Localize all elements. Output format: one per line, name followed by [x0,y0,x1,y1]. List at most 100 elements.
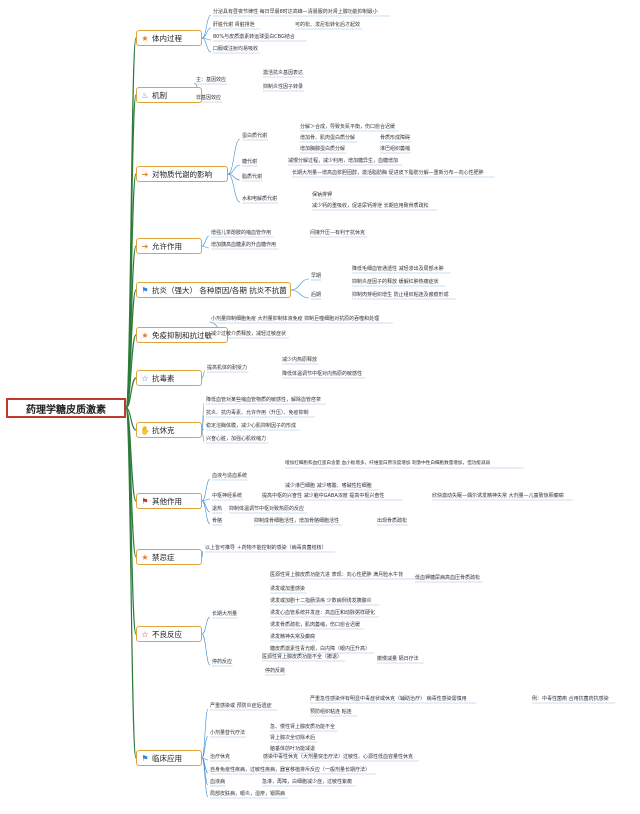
leaf-node[interactable]: 自身免疫性疾病，过敏性疾病，器官移植排斥反应（一般剂量长期疗法） [210,767,371,773]
branch-topic[interactable]: ➜对物质代谢的影响 [136,166,228,182]
leaf-node[interactable]: 主：基因效应 [196,77,227,83]
leaf-node[interactable]: 诱发骨质疏松，肌肉萎缩，伤口愈合迟缓 [270,622,361,628]
leaf-node[interactable]: 抗炎、抗内毒素、允许作用（升压）、免疫抑制 [206,410,309,416]
leaf-node[interactable]: 中枢神经系统 [212,493,243,499]
flag-icon: ⚑ [141,753,149,763]
leaf-node[interactable]: 预防组织粘连 粘连 [310,709,352,715]
connector-line [201,415,205,431]
leaf-node[interactable]: 早期 [311,273,322,279]
leaf-node[interactable]: 兴奋心脏，加强心肌收缩力 [206,436,267,442]
leaf-node[interactable]: 诱发精神失常及癫痫 [270,634,316,640]
branch-topic[interactable]: ⚑临床应用 [136,750,202,766]
leaf-node[interactable]: 肝脏代谢 肾脏排泄 [213,22,255,28]
leaf-node[interactable]: 减少内热原释放 [282,357,318,363]
leaf-node[interactable]: 80%与皮质激素转运球蛋白CBG结合 [213,34,295,40]
leaf-node[interactable]: 降低血管对某些缩血管物质的敏感性，解除血管痉挛 [206,397,322,403]
leaf-node[interactable]: 急、慢性肾上腺皮质功能不全 [270,724,336,730]
leaf-node[interactable]: 蛋白质代谢 [242,133,268,139]
branch-topic[interactable]: ★禁忌症 [136,549,202,565]
leaf-node[interactable]: 抑制肉芽组织增生 防止组织粘连及瘢痕形成 [352,292,449,298]
leaf-node[interactable]: 脂质代谢 [242,174,263,180]
connector-line [201,235,210,247]
branch-topic[interactable]: ★免疫抑制和抗过敏 [136,327,228,343]
leaf-node[interactable]: 肾上腺次全切除术后 [270,735,316,741]
leaf-node[interactable]: 稳定溶酶体膜，减少心肌抑制因子的形成 [206,423,297,429]
leaf-node[interactable]: 严重感染或 预防炎症后遗症 [210,703,272,709]
leaf-node[interactable]: 严重急性感染伴有明显中毒症状或休克（辅助治疗） 病毒性感染需慎用 [310,696,467,702]
leaf-node[interactable]: 水和电解质代谢 [242,196,278,202]
leaf-node[interactable]: 可的松、泼尼松转化后才起效 [295,22,361,28]
branch-label: 临床应用 [152,753,182,763]
leaf-node[interactable]: 分解＞合成，导致负氮平衡，伤口愈合迟缓 [300,124,396,130]
leaf-node[interactable]: 减慢分解过程，减少利用，增加糖异生，血糖增加 [288,158,399,164]
leaf-node[interactable]: 以上皆可推导 ＋药物不能控制的感染（病毒真菌结核） [205,545,327,551]
leaf-node[interactable]: 提高中枢的兴奋性 减少脑中GABA浓度 提高中枢兴奋性 [262,493,385,499]
leaf-node[interactable]: 抑制炎症因子的释放 缓解红肿热痛症状 [352,279,439,285]
leaf-node[interactable]: 医源性肾上腺皮质功能不全（撤退） [262,654,343,660]
star-icon: ★ [141,552,149,562]
leaf-node[interactable]: 分泌具有昼夜节律性 每日早晨8时达高峰—清晨服药对肾上腺功能抑制最小 [213,9,378,15]
leaf-node[interactable]: 增加红细胞和血红蛋白含量 血小板增多，纤维蛋白原浓度增加 刺激中性白细胞数量增加… [285,461,491,466]
leaf-node[interactable]: 治疗休克 [210,754,231,760]
leaf-node[interactable]: 小剂量替代疗法 [210,730,246,736]
leaf-node[interactable]: 增强儿茶酚胺的缩血管作用 [211,230,272,236]
leaf-node[interactable]: 长期大剂量 [212,611,238,617]
leaf-node[interactable]: 感染中毒性休克（大剂量突击疗法）过敏性、心源性低血容量性休克 [263,754,414,760]
leaf-node[interactable]: 增加骨、肌肉蛋白质分解 [300,135,356,141]
leaf-node[interactable]: 小剂量抑制细胞免疫 大剂量抑制体液免疫 抑制巨噬细胞对抗原的吞噬和处理 [211,316,380,322]
leaf-node[interactable]: 急淋，再障，白细胞减少症，过敏性紫癜 [262,779,353,785]
leaf-node[interactable]: 脑垂体前叶功能减退 [270,746,316,752]
branch-topic[interactable]: ♨机制 [136,87,202,103]
leaf-node[interactable]: 非基因效应 [196,95,222,101]
leaf-node[interactable]: 停药反应 [212,659,233,665]
leaf-node[interactable]: 增加胰高血糖素的升血糖作用 [211,242,277,248]
leaf-node[interactable]: 糖皮质激素性青光眼，白内障（眼内压升高） [270,646,371,652]
branch-topic[interactable]: ★体内过程 [136,30,202,46]
leaf-node[interactable]: 骨骼 [212,518,223,524]
leaf-node[interactable]: 淋巴组织萎缩 [380,146,411,152]
leaf-node[interactable]: 撤慢减量 隔日疗法 [377,656,419,662]
leaf-node[interactable]: 低血钾糖尿病高血压骨质疏松 [415,575,481,581]
leaf-node[interactable]: 血液与造血系统 [212,473,248,479]
star-outline-icon: ☆ [141,629,149,639]
leaf-node[interactable]: 提高机体的耐受力 [207,365,248,371]
leaf-node[interactable]: 诱发或加剧十二指肠溃疡 少数病例诱发胰腺炎 [270,598,372,604]
leaf-node[interactable]: 长期大剂量—增高血浆胆固醇，激活脂肪酶 促进皮下脂肪分解—重新分布—向心性肥胖 [292,170,484,176]
branch-topic[interactable]: ☆抗毒素 [136,370,202,386]
leaf-node[interactable]: 减少淋巴细胞 减少嗜酸、嗜碱性粒细胞 [285,483,372,489]
leaf-node[interactable]: 增加胸腺蛋白质分解 [300,146,346,152]
leaf-node[interactable]: 降低毛细血管通透性 减轻渗出及局部水肿 [352,266,444,272]
leaf-node[interactable]: 减少钙的重吸收，促进尿钙排泄 长期应用致骨质疏松 [312,203,429,209]
leaf-node[interactable]: 停药反跳 [265,668,286,674]
branch-label: 禁忌症 [152,552,175,562]
branch-label: 体内过程 [152,33,182,43]
leaf-node[interactable]: 糖代谢 [242,159,258,165]
leaf-node[interactable]: 诱发心血管系统并发症：高血压和动脉粥样硬化 [270,610,376,616]
branch-topic[interactable]: ☆不良反应 [136,626,202,642]
leaf-node[interactable]: 出现骨质疏松 [377,518,408,524]
branch-topic[interactable]: ✋抗休克 [136,422,202,438]
leaf-node[interactable]: 欣快激动失眠—偶尔诱发精神失常 大剂量—儿童致惊厥癫痫 [432,493,564,499]
leaf-node[interactable]: 后期 [311,292,322,298]
leaf-node[interactable]: 减少过敏介质释放，减轻过敏症状 [211,331,287,337]
leaf-node[interactable]: 抑制炎性因子转录 [263,84,304,90]
leaf-node[interactable]: 退热 [212,506,223,512]
leaf-node[interactable]: 诱发或加重感染 [270,586,306,592]
branch-topic[interactable]: ➜允许作用 [136,238,202,254]
leaf-node[interactable]: 抑制成骨细胞活性，增加骨骼细胞活性 [254,518,340,524]
leaf-node[interactable]: 降低体温调节中枢对内热原的敏感性 [282,371,363,377]
leaf-node[interactable]: 局部皮肤病，眼炎，湿疹，银屑病 [210,791,286,797]
leaf-node[interactable]: 医源性肾上腺皮质功能亢进 表现：向心性肥胖 满月脸水牛背 [270,572,404,578]
leaf-node[interactable]: 骨质形成障碍 [380,135,411,141]
leaf-node[interactable]: 血液病 [210,779,226,785]
branch-topic[interactable]: ⚑抗炎（强大） 各种原因/各期 抗炎不抗菌 [136,282,291,298]
leaf-node[interactable]: 例：中毒性菌痢 合用抗菌药抗感染 [532,696,609,702]
leaf-node[interactable]: 口服或注射均易吸收 [213,46,259,52]
branch-topic[interactable]: ⚑其他作用 [136,493,202,509]
leaf-node[interactable]: 抑制体温调节中枢对致热原的反应 [229,506,305,512]
leaf-node[interactable]: 激活抗炎基因表达 [263,70,304,76]
leaf-node[interactable]: 保钠排钾 [312,192,333,198]
leaf-node[interactable]: 间接升压—有利于抗休克 [310,230,366,236]
root-topic[interactable]: 药理学糖皮质激素 [6,398,126,418]
